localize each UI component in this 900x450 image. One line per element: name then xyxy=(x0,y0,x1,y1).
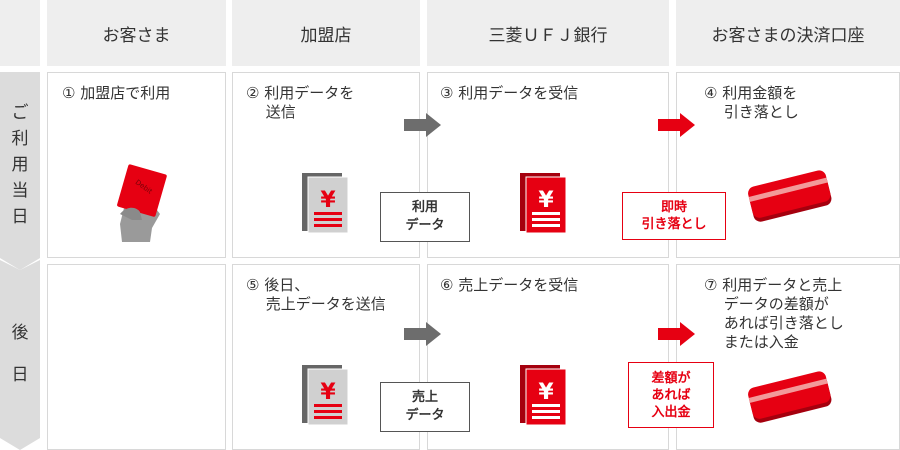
step-3-text: ③ 利用データを受信 xyxy=(440,84,578,103)
box-line: 引き落とし xyxy=(641,217,707,232)
step-line: ② 利用データを xyxy=(246,84,355,102)
step-line: データの差額が xyxy=(704,295,829,313)
header-merchant-label: 加盟店 xyxy=(300,25,352,46)
header-bank: 三菱ＵＦＪ銀行 xyxy=(427,0,669,66)
yen-symbol: ¥ xyxy=(320,188,336,213)
difference-box: 差額が あれば 入出金 xyxy=(628,362,714,428)
step-line: ① 加盟店で利用 xyxy=(62,84,171,102)
right-arrow-icon-red-2 xyxy=(658,322,695,346)
right-arrow-icon-gray-2 xyxy=(404,322,441,346)
box-line: あれば xyxy=(651,387,691,403)
side-char: 利 xyxy=(11,129,29,149)
passbook-icon-2 xyxy=(748,371,832,423)
yen-document-icon-red-2: ¥ xyxy=(520,365,567,426)
side-char: 後 xyxy=(11,323,29,343)
step-line: ⑦ 利用データと売上 xyxy=(704,276,843,294)
box-line: 即時 xyxy=(660,200,687,215)
step-line: ⑤ 後日、 xyxy=(246,276,310,294)
header-bank-label: 三菱ＵＦＪ銀行 xyxy=(488,25,608,46)
box-line: 売上 xyxy=(411,390,438,405)
yen-symbol: ¥ xyxy=(538,188,554,213)
box-line: データ xyxy=(405,408,445,423)
header-merchant: 加盟店 xyxy=(232,0,420,66)
step-2-text: ② 利用データを 送信 xyxy=(246,84,354,122)
side-label-later: 後 日 xyxy=(0,270,40,438)
yen-symbol: ¥ xyxy=(320,380,336,405)
side-char: 用 xyxy=(11,155,29,175)
box-line: 利用 xyxy=(411,200,438,215)
side-char: 当 xyxy=(11,181,29,201)
step-line: 引き落とし xyxy=(704,103,799,121)
step-6-text: ⑥ 売上データを受信 xyxy=(440,276,578,295)
yen-document-icon-gray-2: ¥ xyxy=(302,365,349,426)
immediate-debit-box: 即時 引き落とし xyxy=(622,192,726,240)
header-customer: お客さま xyxy=(47,0,226,66)
box-line: 入出金 xyxy=(651,404,691,420)
step-line: ③ 利用データを受信 xyxy=(440,84,579,102)
step-4-text: ④ 利用金額を 引き落とし xyxy=(704,84,799,122)
header-account: お客さまの決済口座 xyxy=(676,0,900,66)
box-line: データ xyxy=(405,218,445,233)
step-line: または入金 xyxy=(704,333,799,351)
step-line: 売上データを送信 xyxy=(246,295,386,313)
step-7-text: ⑦ 利用データと売上 データの差額が あれば引き落とし または入金 xyxy=(704,276,844,352)
header-customer-label: お客さま xyxy=(102,25,171,46)
yen-document-icon-gray-1: ¥ xyxy=(302,173,349,234)
step-line: ④ 利用金額を xyxy=(704,84,798,102)
yen-symbol: ¥ xyxy=(538,380,554,405)
step-1-text: ① 加盟店で利用 xyxy=(62,84,170,103)
step-line: ⑥ 売上データを受信 xyxy=(440,276,579,294)
side-char: ご xyxy=(11,103,29,123)
step-line: 送信 xyxy=(246,103,296,121)
side-char: 日 xyxy=(11,207,29,227)
debit-card-icon: Debit xyxy=(117,164,167,242)
sales-data-box: 売上 データ xyxy=(380,382,470,432)
header-account-label: お客さまの決済口座 xyxy=(711,25,865,46)
usage-data-box: 利用 データ xyxy=(380,192,470,242)
box-line: 差額が xyxy=(651,370,691,386)
yen-document-icon-red-1: ¥ xyxy=(520,173,567,234)
step-5-text: ⑤ 後日、 売上データを送信 xyxy=(246,276,386,314)
side-label-same-day: ご 利 用 当 日 xyxy=(0,72,40,258)
passbook-icon-1 xyxy=(748,170,832,222)
right-arrow-icon-red-1 xyxy=(658,113,695,137)
right-arrow-icon-gray-1 xyxy=(404,113,441,137)
cell-customer-later xyxy=(47,264,226,450)
side-char: 日 xyxy=(11,365,29,385)
header-corner xyxy=(0,0,40,66)
step-line: あれば引き落とし xyxy=(704,314,844,332)
